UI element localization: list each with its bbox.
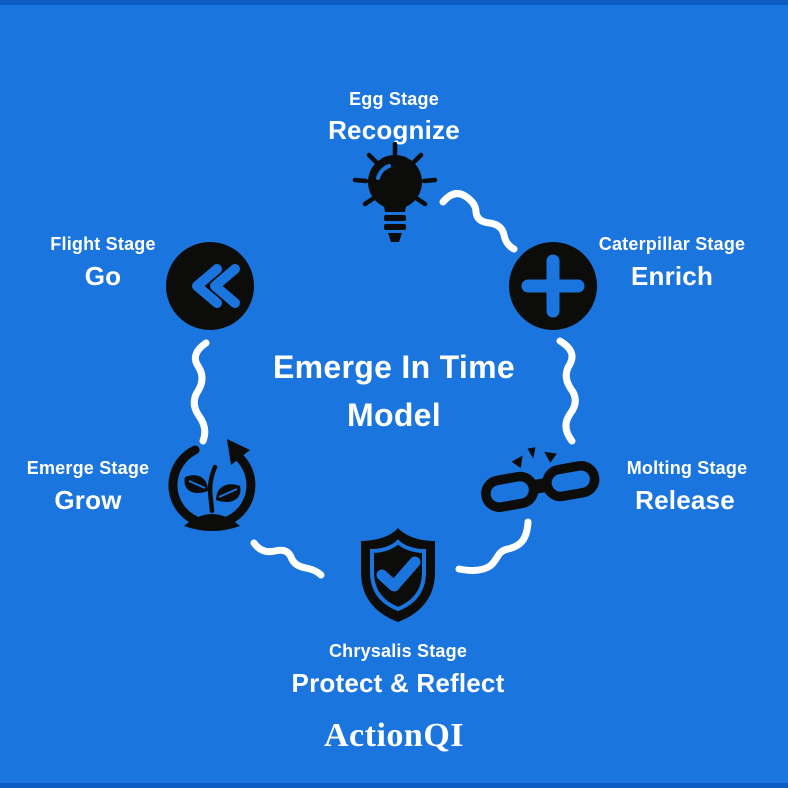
connector-caterpillar-to-molting [556,337,579,445]
shield-check-icon [349,524,447,624]
lightbulb-icon [347,142,443,246]
rewind-chevrons-icon [166,242,254,330]
connector-emerge-to-flight [190,339,210,445]
plant-growth-cycle-icon [162,437,262,537]
brand-logo: ActionQI [324,717,464,754]
top-edge-strip [0,0,788,5]
caterpillar-stage-action: Enrich [630,261,714,291]
molting-stage-label: Molting Stage [626,458,748,478]
broken-chain-icon [478,443,602,523]
chrysalis-stage-label: Chrysalis Stage [328,641,468,661]
emerge-stage-label: Emerge Stage [26,458,150,478]
bottom-edge-strip [0,783,788,788]
egg-stage-label: Egg Stage [349,89,439,109]
chrysalis-stage-action: Protect & Reflect [291,668,505,698]
flight-stage-action: Go [84,261,122,291]
caterpillar-stage-label: Caterpillar Stage [598,234,746,254]
emerge-stage-action: Grow [54,485,122,515]
plus-circle-icon [509,242,597,330]
model-title-line1: Emerge In Time [273,349,515,385]
connector-chrysalis-to-emerge [250,539,325,579]
connector-egg-to-caterpillar [439,190,518,253]
model-title-line2: Model [347,397,441,433]
flight-stage-label: Flight Stage [50,234,156,254]
molting-stage-action: Release [635,485,735,515]
egg-stage-action: Recognize [328,115,460,145]
connector-molting-to-chrysalis [455,518,532,575]
